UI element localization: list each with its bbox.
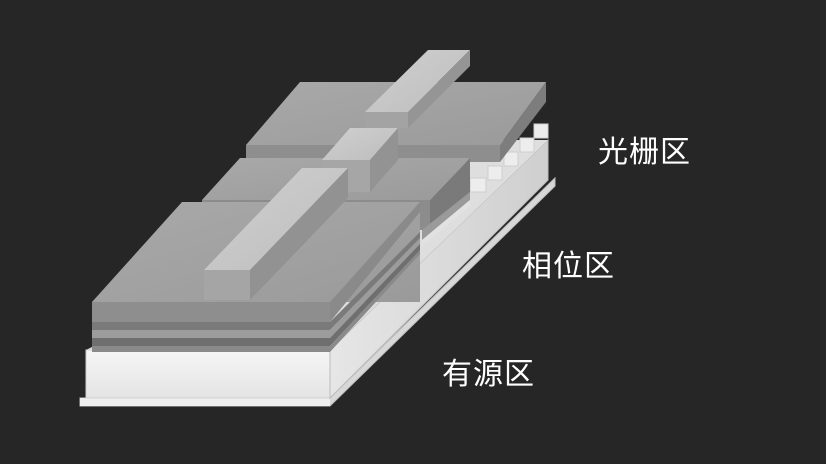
ridge-waveguide-back xyxy=(365,50,470,128)
grating-region-label: 光栅区 xyxy=(598,135,691,170)
phase-region-label: 相位区 xyxy=(522,249,615,284)
ridge-waveguide-front xyxy=(204,168,348,300)
grating-teeth xyxy=(469,123,549,193)
active-region-label: 有源区 xyxy=(442,357,535,392)
